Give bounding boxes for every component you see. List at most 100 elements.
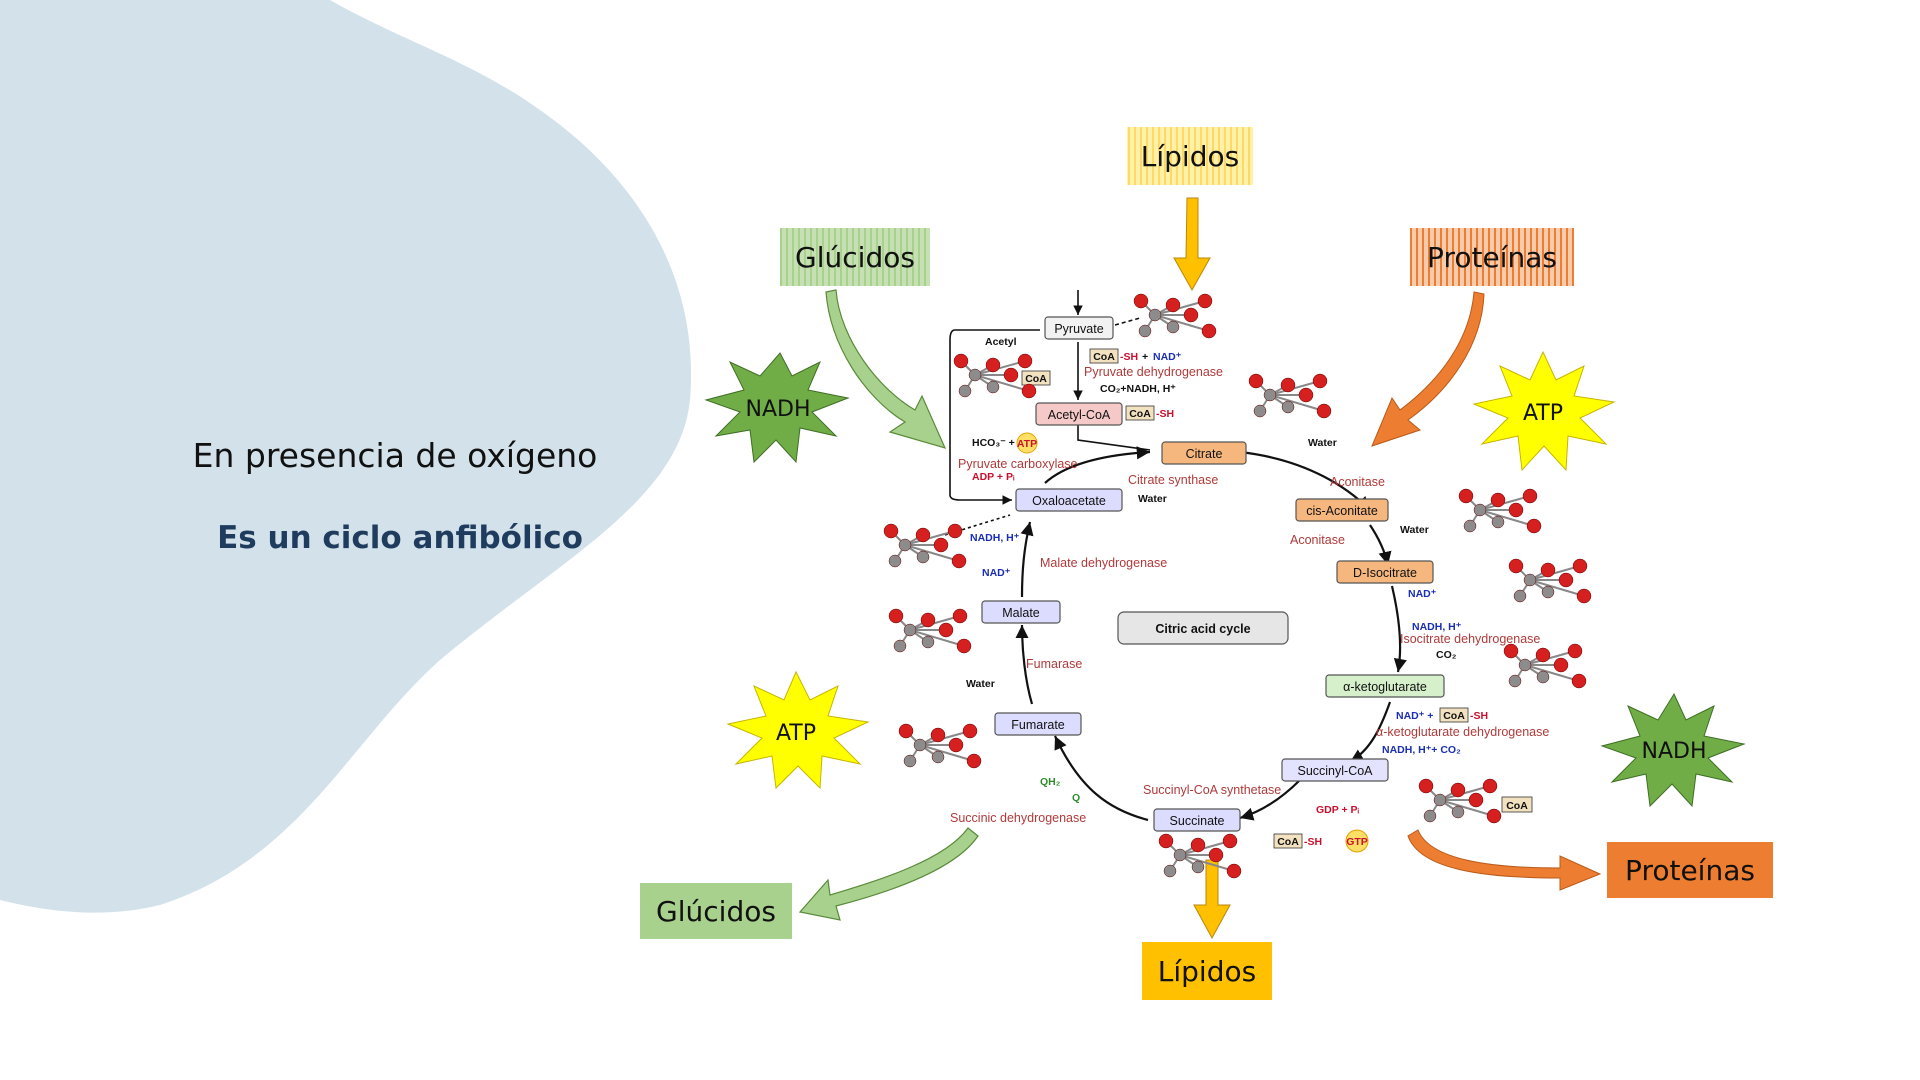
molecule-atom <box>1513 589 1527 603</box>
water-label-1: Water <box>1138 493 1167 505</box>
molecule-atom <box>1298 387 1314 403</box>
proteinas-top-label: Proteínas <box>1427 241 1557 274</box>
molecule-atom <box>1567 643 1583 659</box>
molecule-atom <box>893 639 907 653</box>
molecule-atom <box>956 638 972 654</box>
molecule-cluster <box>953 353 1037 399</box>
node-malate: Malate <box>981 600 1061 624</box>
enzyme-succinic-dehydrogenase: Succinic dehydrogenase <box>950 811 1086 825</box>
molecule-atom <box>920 612 936 628</box>
molecule-atom <box>1558 572 1574 588</box>
enzyme-fumarase: Fumarase <box>1026 657 1082 671</box>
molecule-atom <box>1468 792 1484 808</box>
proteinas-bottom-box: Proteínas <box>1607 842 1773 898</box>
molecule-atom <box>1433 793 1447 807</box>
molecule-bond <box>974 360 1026 376</box>
molecule-atom <box>1190 837 1206 853</box>
molecule-atom <box>1522 488 1538 504</box>
molecule-bond <box>1269 394 1325 412</box>
atp-small-label: ATP <box>1017 438 1037 450</box>
water-label-4: Water <box>966 678 995 690</box>
molecule-atom <box>948 737 964 753</box>
molecule-bond <box>919 744 975 762</box>
molecule-atom <box>1572 558 1588 574</box>
molecule-models <box>883 293 1592 879</box>
node-cis-aconitate: cis-Aconitate <box>1295 498 1389 522</box>
molecule-atom <box>1316 403 1332 419</box>
molecule-bond <box>1154 314 1210 332</box>
coa-label-3: CoA <box>1129 408 1151 420</box>
nad-label-1: NAD⁺ <box>1153 351 1182 363</box>
molecule-cluster <box>883 523 967 569</box>
molecule-cluster <box>1503 643 1587 689</box>
molecule-atom <box>913 738 927 752</box>
molecule-atom <box>1003 367 1019 383</box>
molecule-atom <box>1508 558 1524 574</box>
molecule-atom <box>1418 778 1434 794</box>
molecule-atom <box>1423 809 1437 823</box>
molecule-cluster <box>1133 293 1217 339</box>
molecule-atom <box>1508 502 1524 518</box>
molecule-atom <box>1197 293 1213 309</box>
glucidos-bottom-arrow <box>798 827 979 921</box>
molecule-cluster <box>1248 373 1332 419</box>
molecule-atom <box>1526 518 1542 534</box>
lipidos-bottom-box: Lípidos <box>1142 942 1272 1000</box>
molecule-atom <box>888 554 902 568</box>
molecule-atom <box>1541 585 1555 599</box>
molecule-atom <box>1017 353 1033 369</box>
molecule-atom <box>1133 293 1149 309</box>
molecule-atom <box>952 608 968 624</box>
side-pathways <box>944 290 1151 536</box>
molecule-bond <box>1154 300 1206 316</box>
molecule-atom <box>883 523 899 539</box>
node-d-isocitrate: D-Isocitrate <box>1336 560 1434 584</box>
glucidos-bottom-label: Glúcidos <box>656 895 776 928</box>
background-blob <box>0 0 692 913</box>
molecule-cluster <box>888 608 972 654</box>
proteinas-top-arrow <box>1371 291 1485 447</box>
qh2-label: QH₂ <box>1040 776 1061 788</box>
enzyme-aconitase-2: Aconitase <box>1290 533 1345 547</box>
molecule-atom <box>1571 673 1587 689</box>
molecule-bond <box>1529 565 1581 581</box>
molecule-bond <box>1524 664 1580 682</box>
coa-label-6: CoA <box>1506 800 1528 812</box>
cycle-center-label: Citric acid cycle <box>1155 622 1250 636</box>
molecule-atom <box>1503 643 1519 659</box>
hco3-label: HCO₃⁻ + <box>972 437 1015 449</box>
molecule-atom <box>1536 670 1550 684</box>
sh-label-4: -SH <box>1304 836 1322 848</box>
molecule-atom <box>903 623 917 637</box>
molecule-bond <box>1439 799 1495 817</box>
nadh-co2-akg-label: NADH, H⁺+ CO₂ <box>1382 744 1461 756</box>
coa-label-5: CoA <box>1277 836 1299 848</box>
coa-tag-6: CoA <box>1501 796 1533 813</box>
molecule-atom <box>1491 515 1505 529</box>
molecule-bond <box>904 544 960 562</box>
glucidos-bottom-box: Glúcidos <box>640 883 792 939</box>
lipidos-top-arrow <box>1173 197 1211 292</box>
molecule-atom <box>966 753 982 769</box>
molecule-atom <box>1183 307 1199 323</box>
coa-label-2: CoA <box>1025 373 1047 385</box>
nadh-burst-left: NADH <box>704 352 850 464</box>
node-succinate: Succinate <box>1153 808 1241 832</box>
molecule-atom <box>1280 377 1296 393</box>
molecule-atom <box>1463 519 1477 533</box>
node-fumarate: Fumarate <box>994 712 1082 736</box>
node-oxaloacetate: Oxaloacetate <box>1015 488 1123 512</box>
enzyme-akg-dehydrogenase: α-ketoglutarate dehydrogenase <box>1376 725 1549 739</box>
molecule-cluster <box>1508 558 1592 604</box>
molecule-atom <box>985 357 1001 373</box>
node-alpha-ketoglutarate: α-ketoglutarate <box>1325 674 1445 698</box>
nadh-left-label: NADH <box>746 397 811 422</box>
gtp-starburst-small: GTP <box>1345 829 1369 853</box>
node-citrate: Citrate <box>1161 441 1247 465</box>
molecule-atom <box>951 553 967 569</box>
proteinas-bottom-arrow <box>1407 829 1602 891</box>
lipidos-top-box: Lípidos <box>1127 127 1253 185</box>
node-acetyl-coa: Acetyl-CoA <box>1035 402 1123 426</box>
molecule-atom <box>1458 488 1474 504</box>
